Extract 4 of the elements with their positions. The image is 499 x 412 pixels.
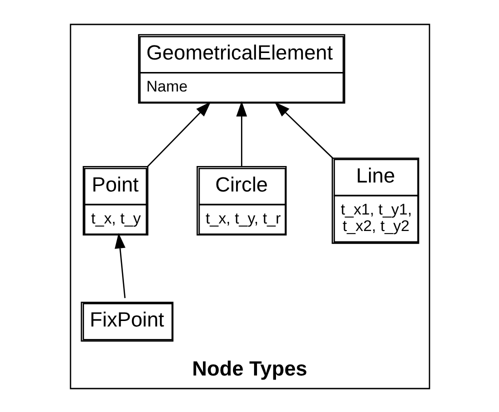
arrow	[114, 232, 126, 298]
arrow	[274, 101, 333, 158]
arrow	[236, 100, 247, 166]
arrow	[146, 101, 210, 166]
